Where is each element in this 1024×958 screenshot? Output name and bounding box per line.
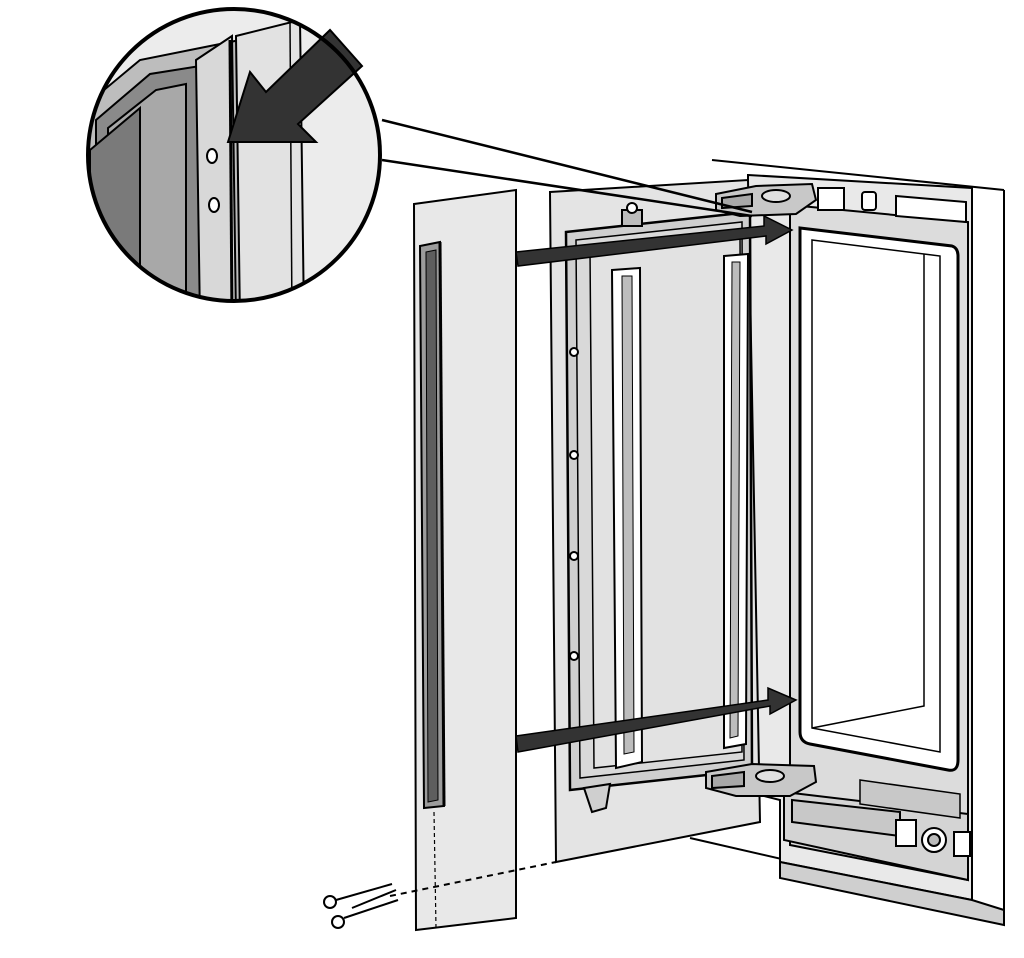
arrow-icon (226, 28, 364, 143)
arrow-icon (515, 214, 794, 267)
arrow-icon (515, 686, 798, 753)
magnifier-callout (86, 7, 382, 303)
bottom-hinge (705, 762, 818, 797)
scissors-icon (323, 883, 399, 929)
appliance-body (747, 173, 1005, 927)
trim-strip (412, 188, 517, 932)
door-panel (548, 178, 762, 864)
callout-lines (381, 118, 753, 218)
